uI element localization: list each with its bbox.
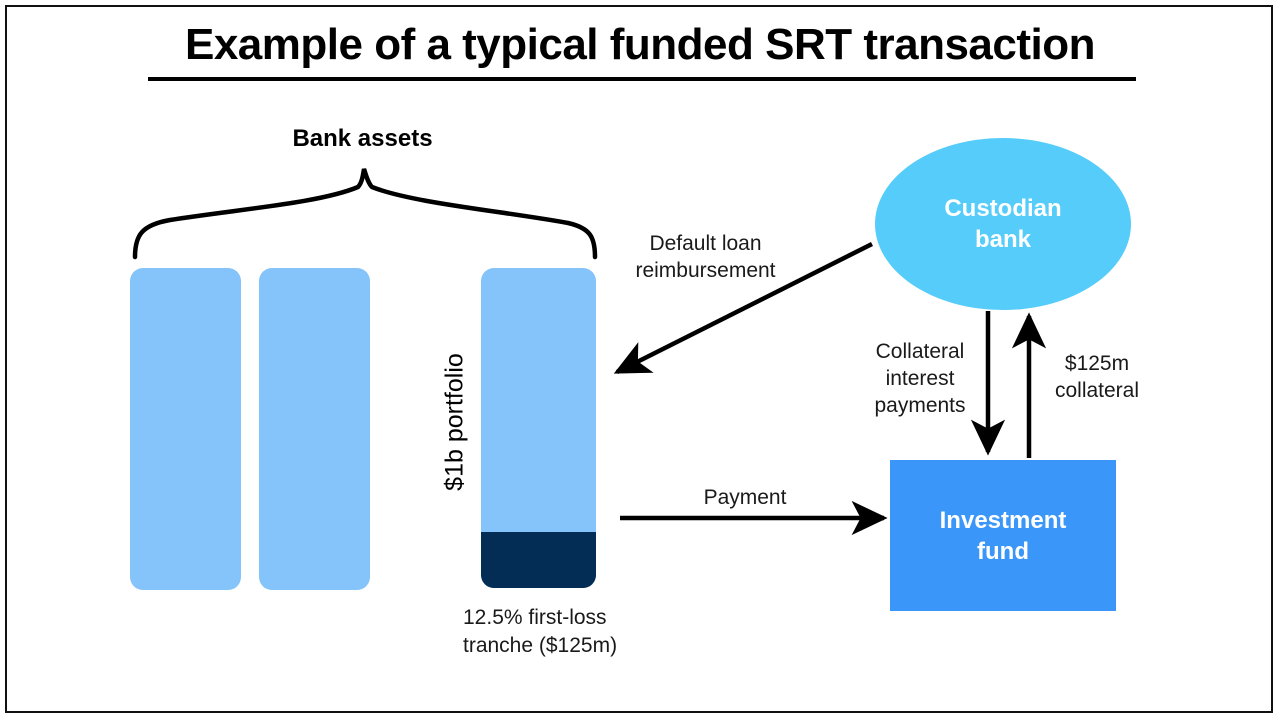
investment-fund-node: Investment fund: [890, 460, 1116, 611]
first-loss-tranche-segment: [481, 532, 596, 588]
bank-assets-heading: Bank assets: [292, 125, 433, 152]
label-collateral-interest-payments: Collateral interest payments: [874, 340, 966, 417]
portfolio-size-label: $1b portfolio: [440, 353, 469, 491]
label-payment: Payment: [703, 486, 787, 509]
label-collateral-amount: $125m collateral: [1054, 352, 1140, 402]
title-underline-rule: [148, 77, 1136, 81]
asset-bar-2: [259, 268, 370, 590]
page-title: Example of a typical funded SRT transact…: [184, 20, 1096, 69]
label-default-loan-reimbursement: Default loan reimbursement: [635, 232, 776, 282]
slide-border: [5, 5, 1273, 713]
custodian-bank-label: Custodian bank: [944, 195, 1062, 253]
custodian-bank-node: Custodian bank: [875, 138, 1131, 310]
asset-bar-3: [481, 268, 596, 588]
curly-brace-icon: [132, 168, 598, 260]
asset-bar-1: [130, 268, 241, 590]
first-loss-tranche-caption: 12.5% first-loss tranche ($125m): [463, 606, 618, 657]
investment-fund-label: Investment fund: [939, 506, 1067, 565]
